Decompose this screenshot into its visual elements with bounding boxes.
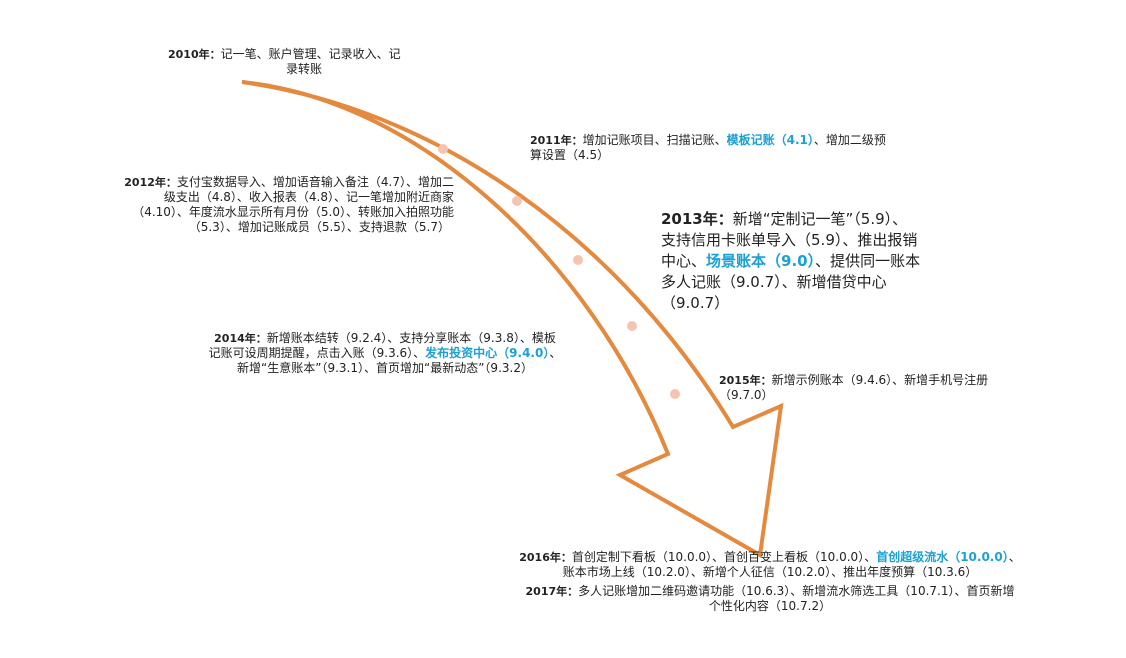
timeline-dots (438, 144, 680, 399)
milestone-2011: 2011年：增加记账项目、扫描记账、模板记账（4.1）、增加二级预 算设置（4.… (530, 133, 886, 162)
dot-2011 (438, 144, 448, 154)
highlight-feature: 模板记账（4.1） (726, 133, 814, 147)
milestone-2015: 2015年：新增示例账本（9.4.6）、新增手机号注册 （9.7.0） (719, 373, 989, 402)
dot-2014 (627, 321, 637, 331)
highlight-feature: 场景账本（9.0） (706, 252, 816, 270)
milestone-2016: 2016年：首创定制下看板（10.0.0）、首创百变上看板（10.0.0）、首创… (519, 550, 1021, 579)
highlight-feature: 发布投资中心（9.4.0） (425, 346, 550, 360)
milestone-2012: 2012年：支付宝数据导入、增加语音输入备注（4.7）、增加二 级支出（4.8）… (124, 175, 454, 234)
dot-2012 (512, 196, 522, 206)
milestone-2014: 2014年：新增账本结转（9.2.4）、支持分享账本（9.3.8）、模板 记账可… (208, 331, 562, 375)
highlight-feature: 首创超级流水（10.0.0） (876, 550, 1009, 564)
year-label: 2010年： (168, 48, 221, 61)
milestone-2013: 2013年：新增“定制记一笔”（5.9）、 支持信用卡账单导入（5.9）、推出报… (661, 210, 921, 312)
arrow-outline (241, 80, 784, 559)
dot-2013 (573, 255, 583, 265)
milestone-2010: 2010年：记一笔、账户管理、记录收入、记 录转账 (168, 47, 401, 76)
milestone-2017: 2017年：多人记账增加二维码邀请功能（10.6.3）、新增流水筛选工具（10.… (525, 584, 1015, 613)
dot-2015 (670, 389, 680, 399)
